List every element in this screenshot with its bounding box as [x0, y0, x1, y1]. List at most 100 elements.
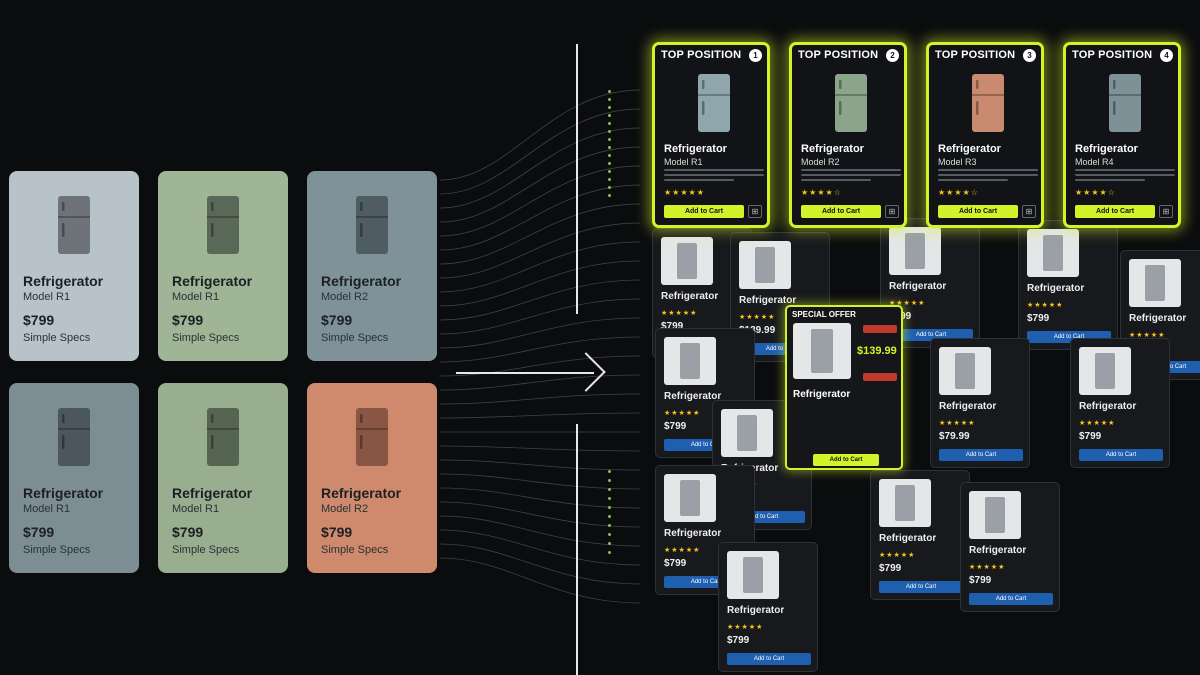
fridge-icon	[207, 196, 239, 254]
product-image[interactable]	[1079, 347, 1131, 395]
product-image[interactable]	[664, 474, 716, 522]
product-image[interactable]	[889, 227, 941, 275]
divider-line	[576, 424, 578, 675]
product-price: $799	[23, 524, 55, 540]
cart-icon[interactable]: ⊞	[1022, 205, 1036, 218]
discount-badge	[863, 373, 897, 381]
product-name: Refrigerator	[661, 291, 719, 302]
simple-card[interactable]: Refrigerator Model R1 $799 Simple Specs	[9, 383, 139, 573]
product-image[interactable]	[664, 337, 716, 385]
fridge-icon	[356, 196, 388, 254]
product-model: Model R1	[664, 157, 703, 167]
simple-card[interactable]: Refrigerator Model R1 $799 Simple Specs	[9, 171, 139, 361]
product-title: Refrigerator	[321, 273, 402, 289]
add-to-cart-button[interactable]: Add to Cart	[939, 449, 1023, 461]
product-image[interactable]	[793, 323, 851, 379]
top-position-card[interactable]: TOP POSITION 3 Refrigerator Model R3 ★★★…	[926, 42, 1044, 228]
product-card[interactable]: Refrigerator ★★★★★ $79.99 Add to Cart	[930, 338, 1030, 468]
simple-card[interactable]: Refrigerator Model R1 $799 Simple Specs	[158, 171, 288, 361]
arrow	[456, 372, 594, 374]
product-model: Model R1	[172, 503, 220, 515]
product-card[interactable]: Refrigerator ★★★★★ $799 Add to Cart	[655, 465, 755, 595]
product-title: Refrigerator	[172, 273, 253, 289]
rank-badge: 3	[1023, 49, 1036, 62]
product-price: $799	[321, 524, 353, 540]
add-to-cart-button[interactable]: Add to Cart	[969, 593, 1053, 605]
top-position-card[interactable]: TOP POSITION 1 Refrigerator Model R1 ★★★…	[652, 42, 770, 228]
product-image[interactable]	[721, 409, 773, 457]
fridge-icon	[698, 74, 730, 132]
product-price: $139.99	[739, 325, 776, 336]
add-to-cart-button[interactable]: Add to Cart	[1075, 205, 1155, 218]
product-image[interactable]	[939, 347, 991, 395]
fridge-icon	[835, 74, 867, 132]
rating-stars: ★★★★★	[739, 314, 776, 321]
product-name: Refrigerator	[879, 533, 937, 544]
product-card[interactable]: Refrigerator ★★★★★ $799 Add to Cart	[1018, 220, 1118, 350]
add-to-cart-button[interactable]: Add to Cart	[813, 454, 879, 466]
product-name: Refrigerator	[969, 545, 1027, 556]
product-name: Refrigerator	[1027, 283, 1085, 294]
cart-icon[interactable]: ⊞	[885, 205, 899, 218]
product-image[interactable]	[1027, 229, 1079, 277]
product-image[interactable]	[879, 479, 931, 527]
add-to-cart-button[interactable]: Add to Cart	[727, 653, 811, 665]
rating-stars: ★★★★★	[664, 410, 701, 417]
discount-badge	[863, 325, 897, 333]
product-model: Model R3	[938, 157, 977, 167]
product-image[interactable]	[661, 237, 713, 285]
add-to-cart-button[interactable]: Add to Cart	[938, 205, 1018, 218]
product-model: Model R2	[801, 157, 840, 167]
add-to-cart-button[interactable]: Add to Cart	[1079, 449, 1163, 461]
add-to-cart-button[interactable]: Add to Cart	[801, 205, 881, 218]
simple-card[interactable]: Refrigerator Model R2 $799 Simple Specs	[307, 171, 437, 361]
product-card[interactable]: Refrigerator ★★★★★ $799 Add to Cart	[960, 482, 1060, 612]
product-model: Model R2	[321, 291, 369, 303]
product-name: Refrigerator	[889, 281, 947, 292]
product-image[interactable]	[727, 551, 779, 599]
product-card[interactable]: Refrigerator ★★★★★ $799 Add to Cart	[1070, 338, 1170, 468]
product-name: Refrigerator	[1075, 143, 1138, 155]
product-price: $799	[969, 575, 992, 586]
add-to-cart-button[interactable]: Add to Cart	[664, 205, 744, 218]
fridge-icon	[58, 408, 90, 466]
product-model: Model R2	[321, 503, 369, 515]
rating-stars: ★★★★★	[1027, 302, 1064, 309]
rating-stars: ★★★★★	[1129, 332, 1166, 339]
product-model: Model R1	[172, 291, 220, 303]
product-price: $799	[727, 635, 750, 646]
cart-icon[interactable]: ⊞	[748, 205, 762, 218]
product-price: $799	[1079, 431, 1102, 442]
product-specs: Simple Specs	[172, 544, 240, 556]
simple-card[interactable]: Refrigerator Model R1 $799 Simple Specs	[158, 383, 288, 573]
product-name: Refrigerator	[938, 143, 1001, 155]
top-position-card[interactable]: TOP POSITION 4 Refrigerator Model R4 ★★★…	[1063, 42, 1181, 228]
product-name: Refrigerator	[1129, 313, 1187, 324]
product-image[interactable]	[739, 241, 791, 289]
product-model: Model R1	[23, 503, 71, 515]
special-offer-card[interactable]: SPECIAL OFFER $139.99 Refrigerator Add t…	[785, 305, 903, 470]
top-position-label: TOP POSITION	[798, 49, 879, 61]
cart-icon[interactable]: ⊞	[1159, 205, 1173, 218]
add-to-cart-button[interactable]: Add to Cart	[879, 581, 963, 593]
rank-badge: 2	[886, 49, 899, 62]
product-description	[1075, 169, 1175, 185]
top-position-label: TOP POSITION	[661, 49, 742, 61]
product-description	[664, 169, 764, 185]
product-specs: Simple Specs	[172, 332, 240, 344]
product-specs: Simple Specs	[321, 332, 389, 344]
product-image[interactable]	[1129, 259, 1181, 307]
product-model: Model R4	[1075, 157, 1114, 167]
rating-stars: ★★★★★	[939, 420, 976, 427]
product-price: $799	[879, 563, 902, 574]
product-image[interactable]	[969, 491, 1021, 539]
product-title: Refrigerator	[172, 485, 253, 501]
product-name: Refrigerator	[793, 389, 851, 400]
simple-card[interactable]: Refrigerator Model R2 $799 Simple Specs	[307, 383, 437, 573]
top-position-card[interactable]: TOP POSITION 2 Refrigerator Model R2 ★★★…	[789, 42, 907, 228]
product-card[interactable]: Refrigerator ★★★★★ $799 Add to Cart	[870, 470, 970, 600]
product-card[interactable]: Refrigerator ★★★★★ $799 Add to Cart	[718, 542, 818, 672]
rating-stars: ★★★★★	[664, 188, 705, 197]
product-price: $799	[664, 558, 687, 569]
fridge-icon	[972, 74, 1004, 132]
